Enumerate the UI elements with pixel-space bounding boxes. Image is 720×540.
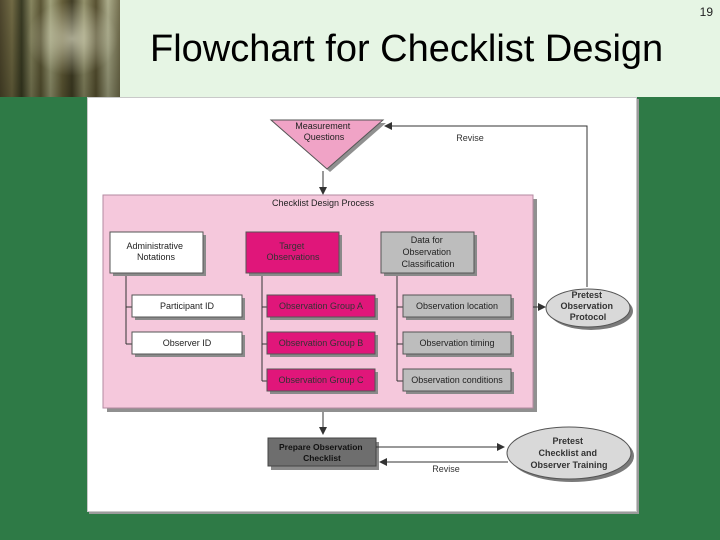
- data-classification-line: Observation: [402, 247, 451, 257]
- prepare-checklist-line: Prepare Observation: [279, 442, 363, 452]
- observer-id-label: Observer ID: [163, 338, 212, 348]
- pretest-protocol-label: Pretest Observation Protocol: [560, 290, 615, 322]
- pretest-checklist-line: Checklist and: [538, 448, 597, 458]
- slide-title: Flowchart for Checklist Design: [150, 28, 664, 70]
- observation-group-a-box: [266, 294, 376, 318]
- prepare-checklist-box: [267, 437, 377, 467]
- data-classification-box: [380, 231, 475, 274]
- process-title: Checklist Design Process: [272, 198, 375, 208]
- pretest-protocol-line: Protocol: [570, 312, 607, 322]
- pretest-checklist-line: Observer Training: [530, 460, 607, 470]
- flowchart-panel: Measurement Questions Revise Checklist D…: [87, 97, 637, 512]
- observation-timing-box: [402, 331, 512, 355]
- measurement-questions-line: Measurement: [295, 121, 351, 131]
- administrative-notations-line: Administrative: [126, 241, 183, 251]
- observation-conditions-label: Observation conditions: [411, 375, 503, 385]
- page-number: 19: [699, 5, 713, 19]
- administrative-notations-line: Notations: [137, 252, 176, 262]
- pretest-checklist-line: Pretest: [552, 436, 583, 446]
- pretest-checklist-label: Pretest Checklist and Observer Training: [530, 436, 607, 470]
- prepare-checklist-line: Checklist: [303, 453, 341, 463]
- revise-top-label: Revise: [456, 133, 484, 143]
- measurement-questions-triangle: [269, 119, 385, 170]
- target-observations-line: Observations: [266, 252, 320, 262]
- revise-bottom-label: Revise: [432, 464, 460, 474]
- prepare-checklist-label: Prepare Observation Checklist: [279, 442, 365, 463]
- forest-photo-shade: [0, 0, 120, 97]
- observation-location-box: [402, 294, 512, 318]
- flowchart: Measurement Questions Revise Checklist D…: [102, 119, 634, 482]
- data-classification-label: Data for Observation Classification: [401, 235, 454, 269]
- pretest-protocol-line: Observation: [560, 301, 613, 311]
- administrative-notations-label: Administrative Notations: [126, 241, 185, 262]
- slide-header: [0, 0, 720, 97]
- pretest-protocol-line: Pretest: [571, 290, 602, 300]
- data-classification-line: Data for: [411, 235, 443, 245]
- measurement-questions-line: Questions: [304, 132, 345, 142]
- observation-group-c-label: Observation Group C: [278, 375, 364, 385]
- observation-location-label: Observation location: [416, 301, 498, 311]
- observer-id-box: [131, 331, 243, 355]
- target-observations-box: [245, 231, 340, 274]
- participant-id-box: [131, 294, 243, 318]
- pretest-checklist-ellipse: [506, 426, 632, 480]
- target-observations-line: Target: [279, 241, 305, 251]
- target-observations-label: Target Observations: [266, 241, 320, 262]
- revise-top-arrow: [384, 122, 588, 287]
- observation-timing-label: Observation timing: [419, 338, 494, 348]
- observation-group-b-box: [266, 331, 376, 355]
- observation-group-b-label: Observation Group B: [279, 338, 364, 348]
- administrative-notations-box: [109, 231, 204, 274]
- data-classification-line: Classification: [401, 259, 454, 269]
- pretest-protocol-ellipse: [545, 288, 631, 328]
- observation-conditions-box: [402, 368, 512, 392]
- observation-group-c-box: [266, 368, 376, 392]
- measurement-questions-label: Measurement Questions: [295, 121, 353, 142]
- participant-id-label: Participant ID: [160, 301, 215, 311]
- observation-group-a-label: Observation Group A: [279, 301, 363, 311]
